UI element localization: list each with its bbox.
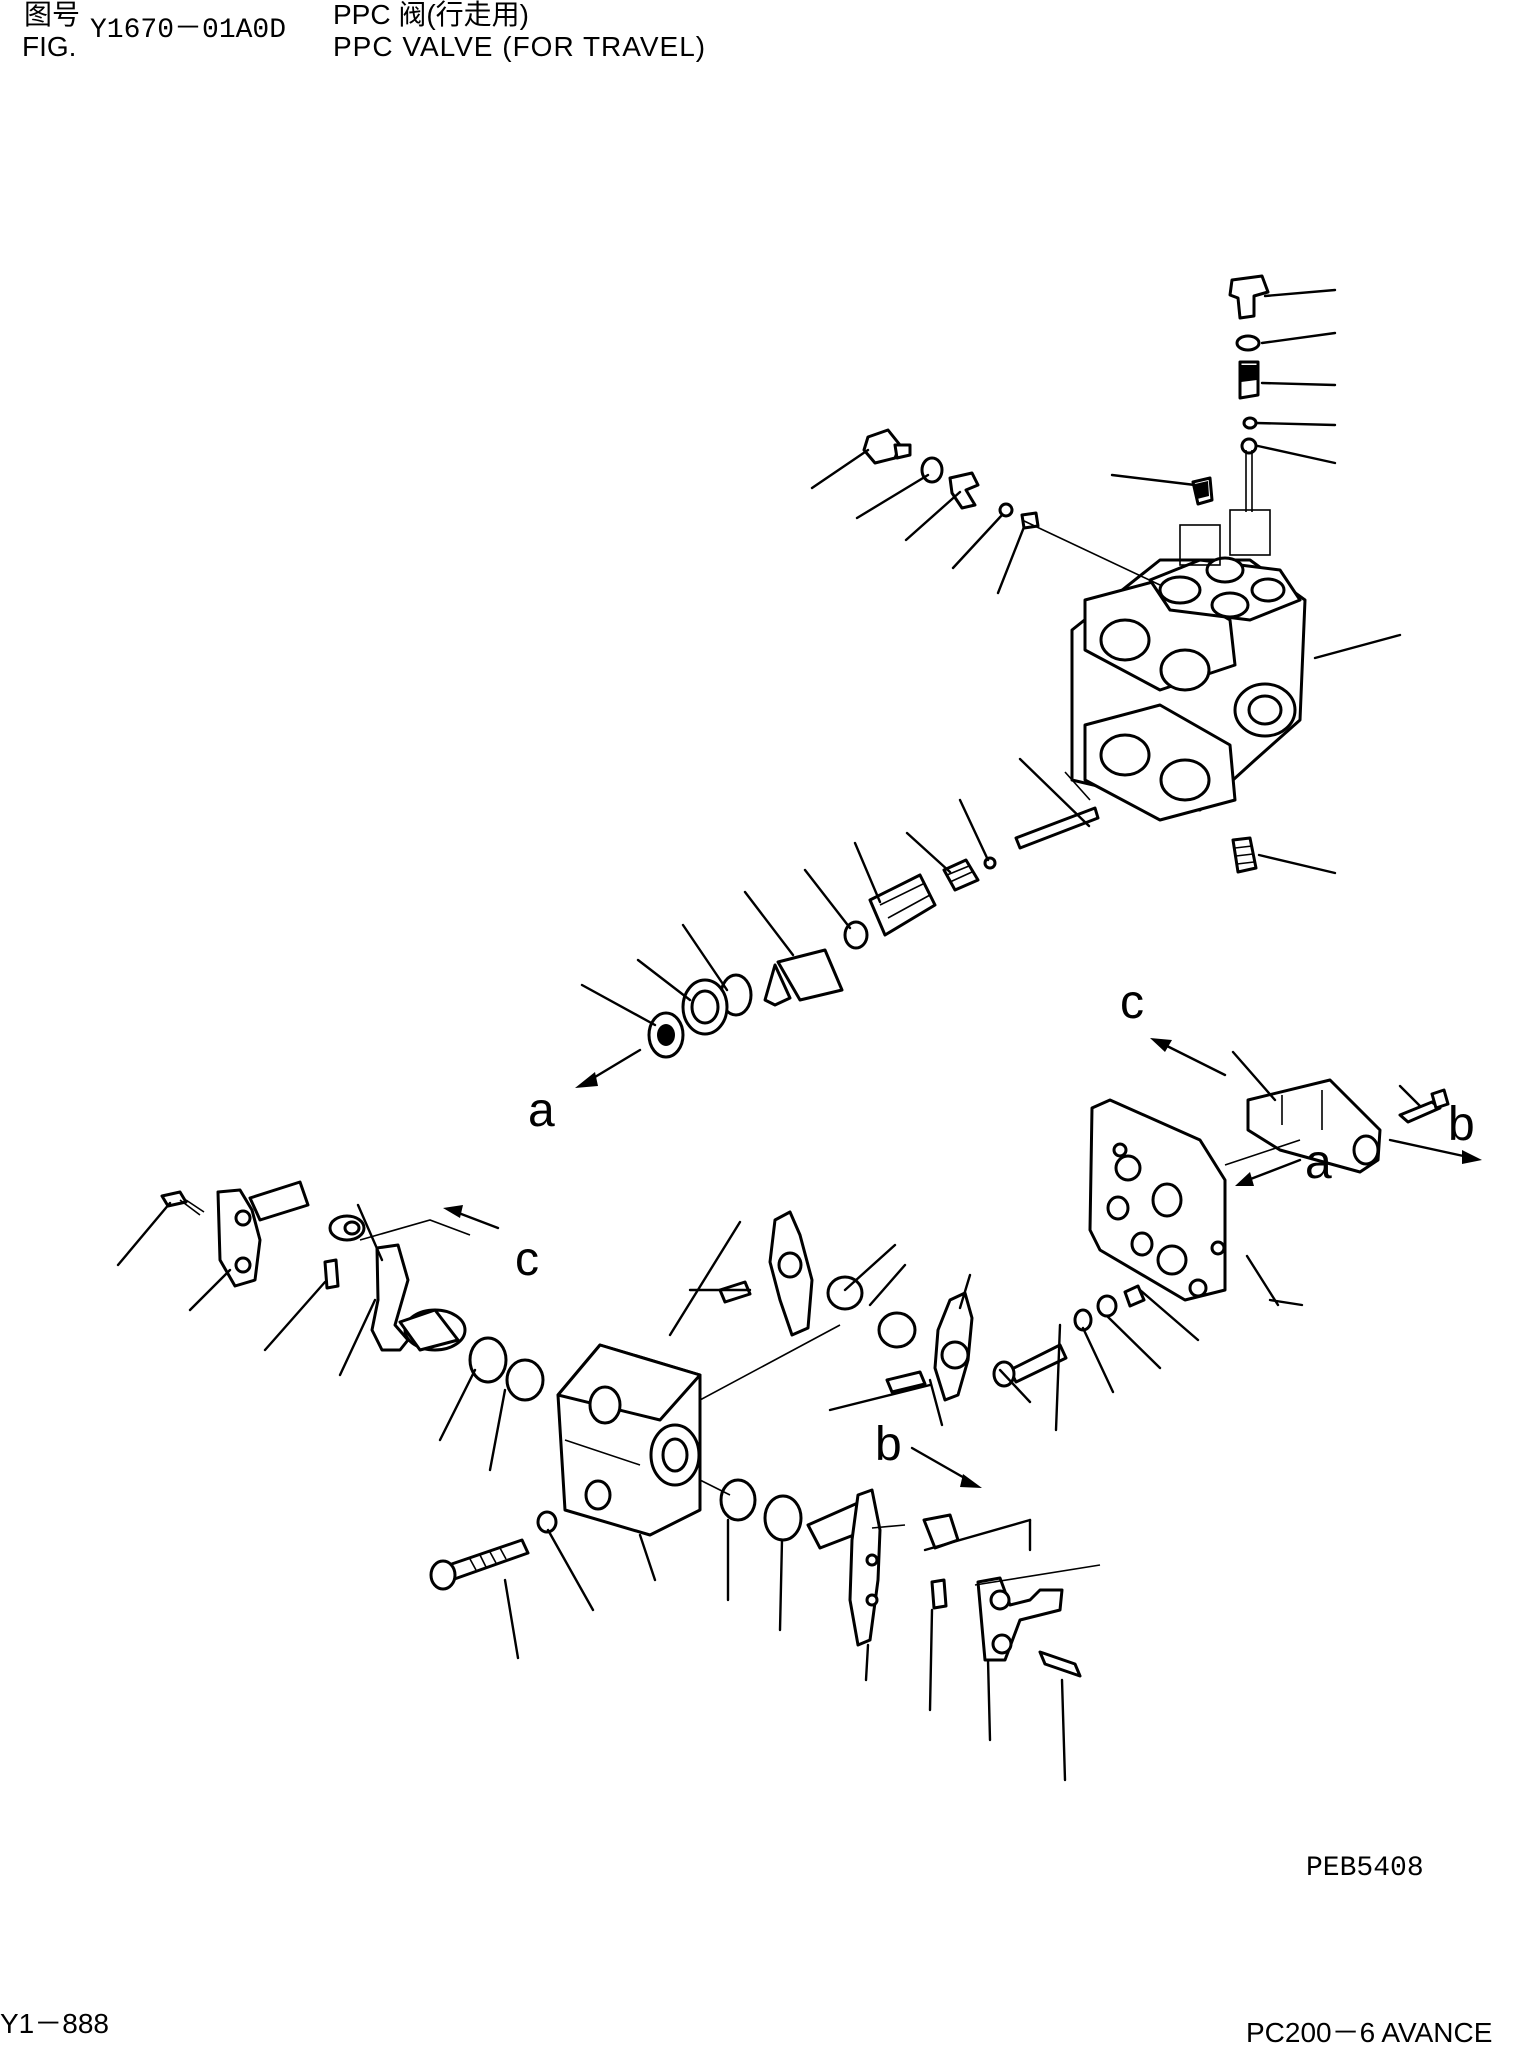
callout-arrows (443, 1038, 1482, 1488)
page-number: Y1－888 (0, 2008, 109, 2039)
central-body-block (556, 1343, 702, 1537)
left-fitting-stack (862, 428, 1040, 530)
right-bolt-washers (992, 1284, 1146, 1388)
callout-labels: a c b a c b (515, 976, 1475, 1471)
title-cn: PPC 阀(行走用) (333, 0, 530, 30)
callout-b-lower: b (875, 1418, 902, 1471)
callout-a-right: a (1305, 1136, 1332, 1189)
lower-parts (429, 1478, 1082, 1678)
callout-a-upper: a (528, 1084, 555, 1137)
callout-b-right: b (1448, 1098, 1475, 1151)
left-lever-assembly (160, 1180, 545, 1402)
top-plug-stack (1191, 274, 1270, 874)
drawing-code: PEB5408 (1306, 1853, 1424, 1884)
fig-number: Y1670－01A0D (90, 15, 287, 46)
callout-c-left: c (515, 1233, 539, 1286)
fig-cn-label: 图号 (24, 0, 81, 30)
spool-spring-train (647, 806, 1100, 1059)
callout-c-upper: c (1120, 976, 1144, 1029)
fig-en-label: FIG. (22, 31, 77, 62)
center-wing-plates (718, 1210, 974, 1402)
valve-body (1070, 509, 1307, 822)
machine-model: PC200－6 AVANCE (1246, 2017, 1493, 2048)
right-plate-assembly (1088, 1078, 1450, 1302)
connector-lines (359, 519, 1301, 1586)
leader-lines (116, 288, 1422, 1782)
title-en: PPC VALVE (FOR TRAVEL) (333, 31, 707, 62)
